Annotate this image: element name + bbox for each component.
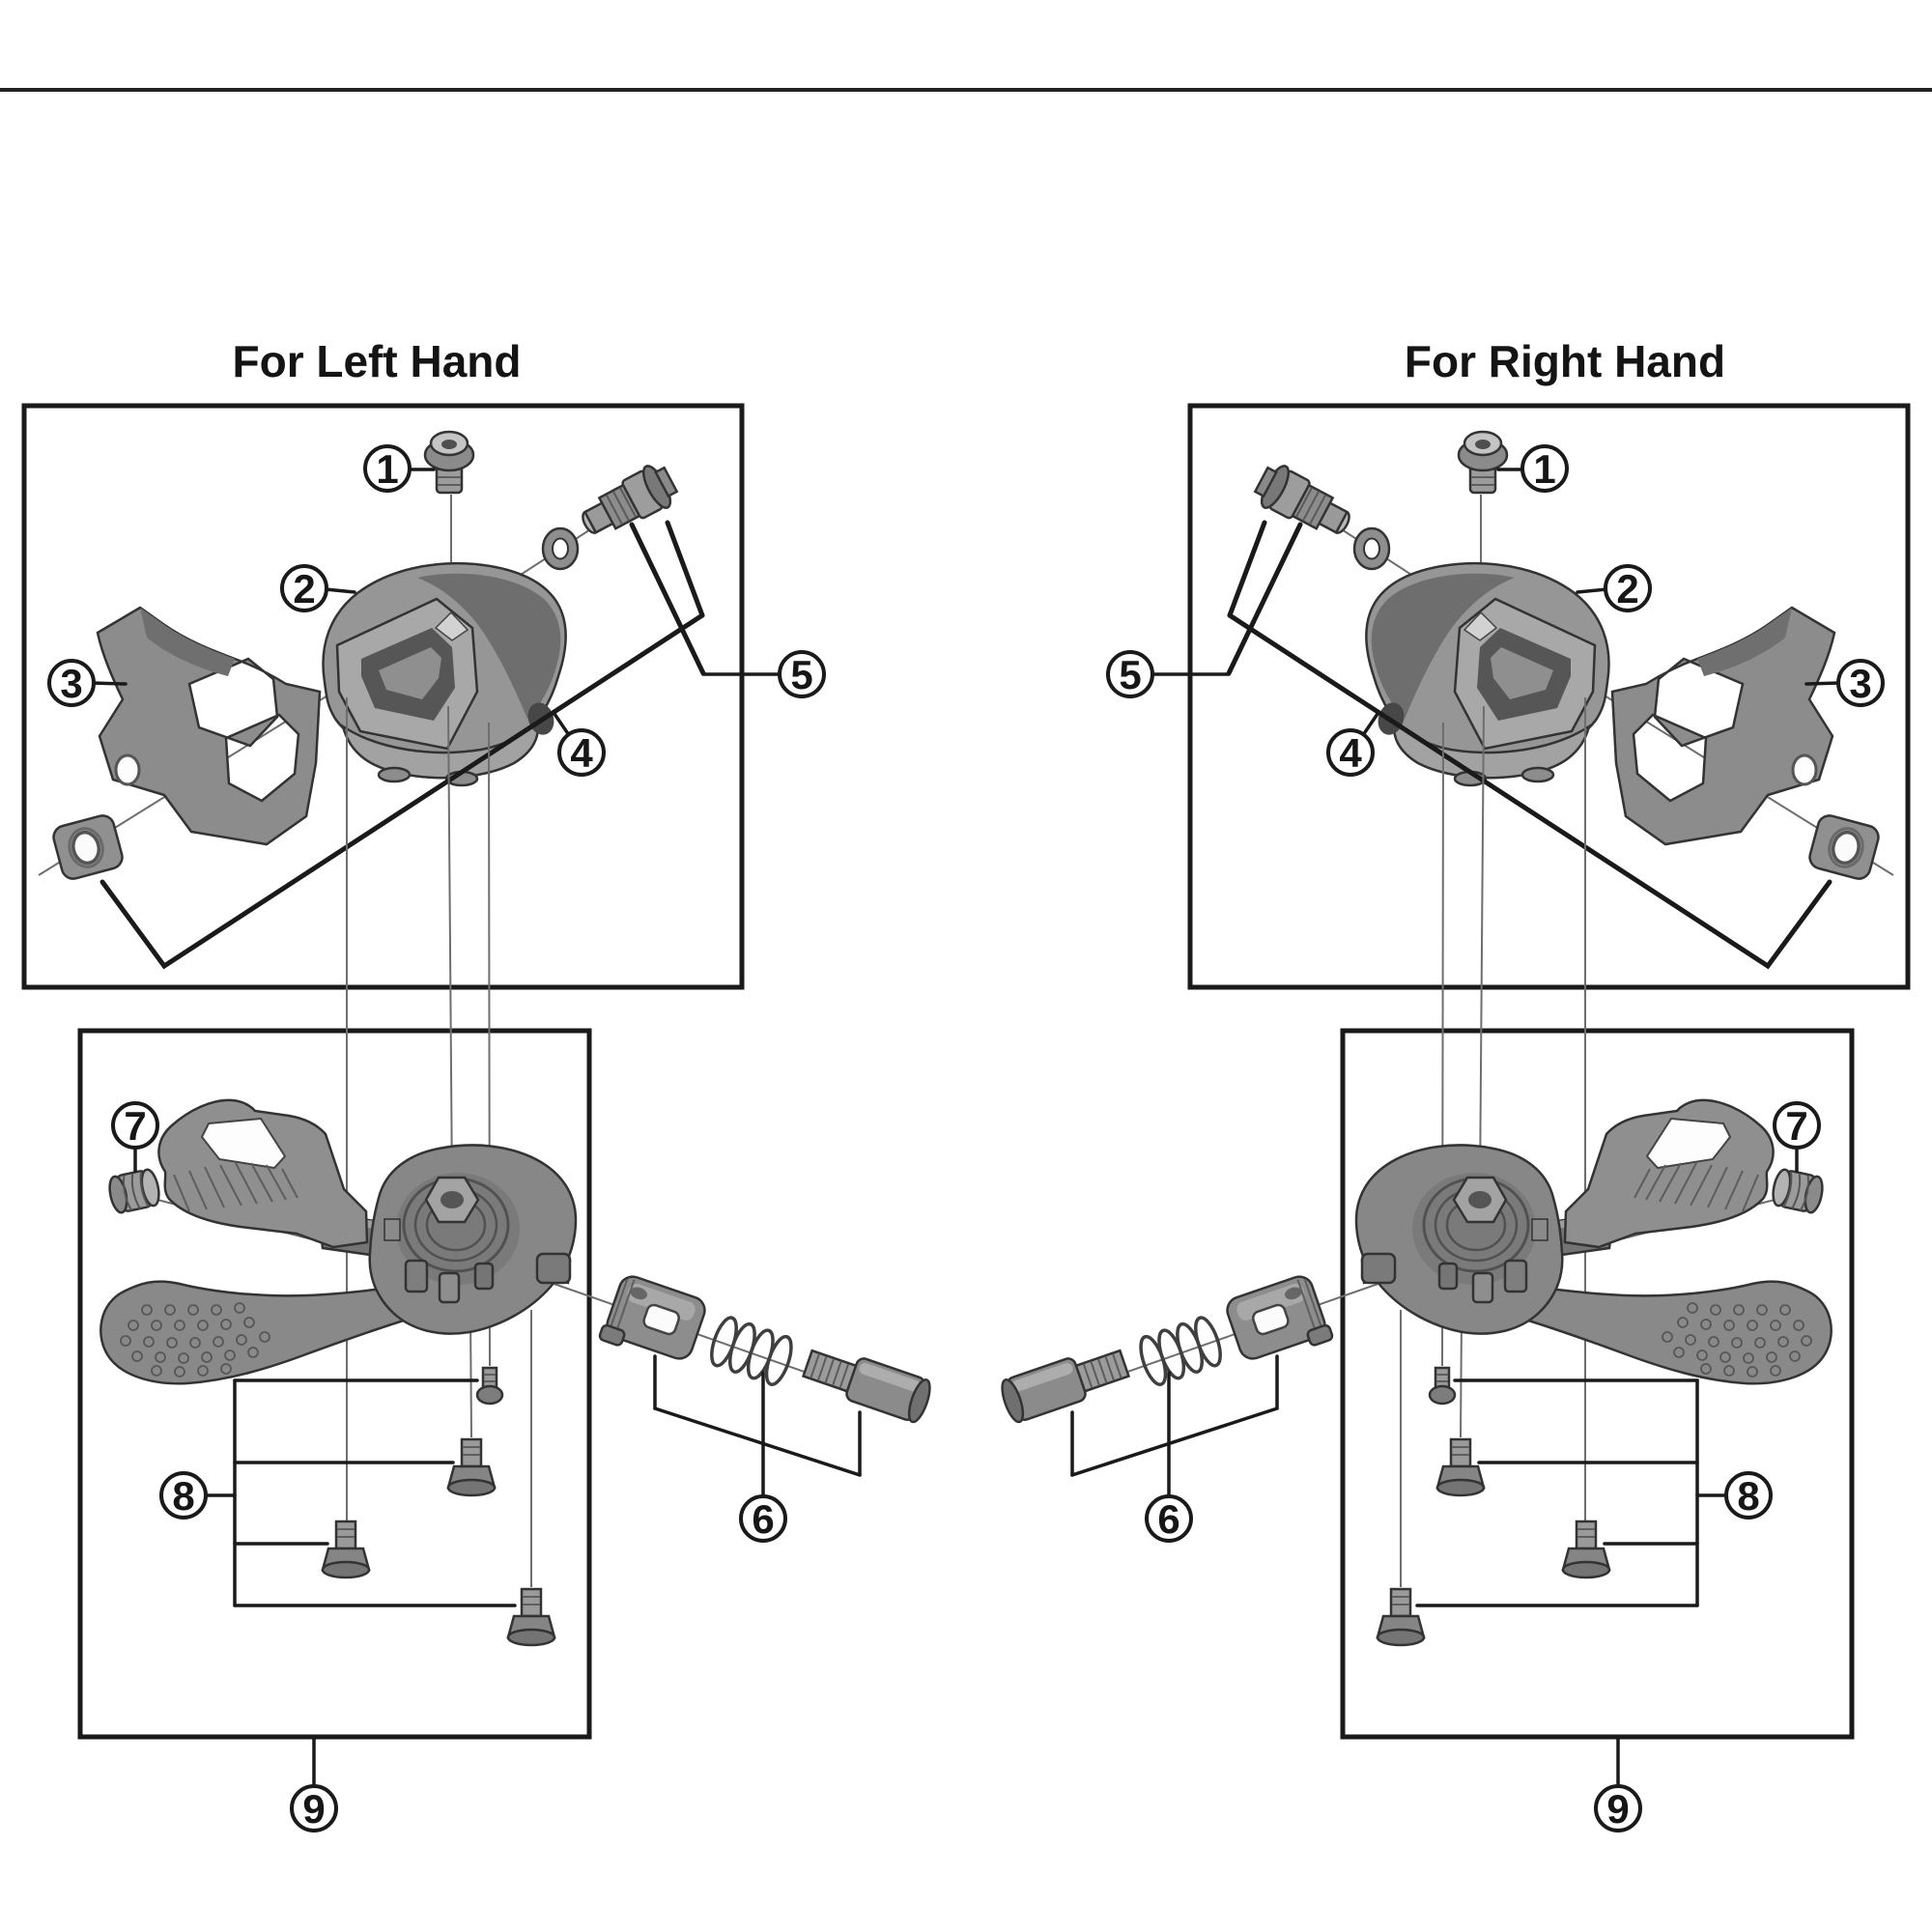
callout-7-right-label: 7 [1785, 1103, 1807, 1149]
callout-8-left: 8 [159, 1471, 237, 1520]
callout-3-left-label: 3 [60, 661, 82, 706]
callout-6-left-label: 6 [752, 1496, 774, 1542]
callout-8-right-label: 8 [1737, 1473, 1759, 1519]
callout-2-right-label: 2 [1616, 566, 1638, 611]
callout-4-left: 4 [553, 712, 606, 777]
callout-1-right-label: 1 [1533, 446, 1555, 492]
end-cap-part [108, 1168, 160, 1214]
screw-small [475, 1366, 504, 1406]
callout-9-left: 9 [290, 1784, 338, 1833]
callout-5-left-label: 5 [790, 652, 812, 697]
callout-6-right-label: 6 [1157, 1496, 1179, 1542]
callout-4-right-label: 4 [1339, 730, 1362, 776]
callout-5-right-label: 5 [1119, 652, 1141, 697]
callouts-left: 1 2 3 4 5 6 7 [47, 444, 826, 1833]
cable-unit-bracket [653, 1354, 862, 1498]
bracket-line-barrel-a [629, 522, 706, 676]
fixing-screw-part [423, 430, 475, 495]
bracket-line-barrel-b [665, 520, 705, 618]
cable-anchor-part [598, 1275, 706, 1360]
callout-1-left: 1 [363, 444, 436, 493]
callout-5-left: 5 [701, 650, 826, 698]
callout-4-left-label: 4 [570, 730, 593, 776]
callout-8-right: 8 [1695, 1471, 1773, 1520]
callout-6-right: 6 [1145, 1494, 1193, 1543]
callout-2-left-label: 2 [293, 566, 315, 611]
callout-3-left: 3 [47, 659, 128, 707]
o-ring-part [541, 526, 580, 571]
clamp-saddle-shading [140, 608, 235, 676]
adjuster-barrel-part [582, 465, 679, 534]
return-spring-part [710, 1316, 793, 1386]
clamp-bolt-hole [114, 753, 141, 786]
paddle-dimples [120, 1302, 270, 1378]
reference-line-4 [469, 1315, 472, 1438]
release-lever [157, 1098, 369, 1249]
callout-4-right: 4 [1326, 712, 1379, 777]
callout-6-left: 6 [739, 1494, 787, 1543]
screw-set-bracket [233, 1378, 517, 1607]
right-side-artwork-mirrored [998, 406, 1908, 1787]
callout-8-left-label: 8 [172, 1473, 194, 1519]
callout-2-right: 2 [1576, 564, 1652, 612]
left-side-artwork [21, 403, 931, 1789]
cable-bolt-part [801, 1349, 931, 1424]
cover-dome-shading [417, 573, 561, 719]
case-cover-part [322, 561, 567, 787]
reference-line-2 [447, 705, 453, 1191]
callout-5-right: 5 [1106, 650, 1231, 698]
cover-peak [434, 611, 469, 641]
callouts-right: 1 2 3 4 5 6 7 [1106, 444, 1885, 1833]
callout-9-right: 9 [1594, 1784, 1642, 1833]
bracket-line-diagonal [99, 612, 705, 970]
callout-1-right: 1 [1496, 444, 1569, 493]
callout-3-right: 3 [1804, 659, 1885, 707]
screw-c [321, 1520, 371, 1579]
callout-7-left: 7 [111, 1101, 159, 1150]
clamp-bracket-part [96, 606, 322, 846]
callout-7-right: 7 [1773, 1101, 1821, 1150]
callout-9-left-label: 9 [302, 1786, 325, 1832]
callout-9-right-label: 9 [1606, 1786, 1629, 1832]
left-section-title: For Left Hand [233, 336, 522, 386]
cable-anchor-block [535, 1252, 572, 1285]
clamp-nut-part [52, 814, 124, 880]
screw-d [506, 1587, 556, 1647]
lever-grip-texture [173, 1162, 298, 1212]
callout-7-left-label: 7 [124, 1103, 146, 1149]
lever-slot-hole [200, 1117, 287, 1170]
callout-2-left: 2 [280, 564, 356, 612]
callout-1-left-label: 1 [376, 446, 398, 492]
callout-3-right-label: 3 [1849, 661, 1871, 706]
shift-mechanism-unit [368, 1144, 578, 1335]
right-section-title: For Right Hand [1405, 336, 1725, 386]
screw-b [446, 1437, 497, 1497]
screw-set-part [321, 1366, 556, 1647]
